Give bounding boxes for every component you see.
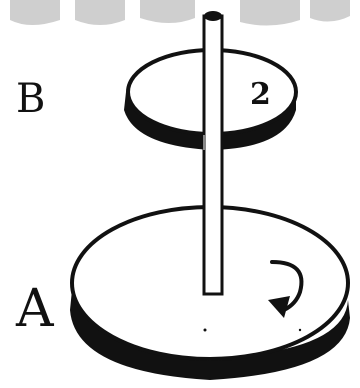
axle (204, 11, 222, 294)
label-disc-a: A (15, 279, 55, 339)
watermark (10, 0, 350, 26)
label-disc-b: B (16, 76, 45, 122)
disc-b-marking: 2 (250, 77, 271, 112)
